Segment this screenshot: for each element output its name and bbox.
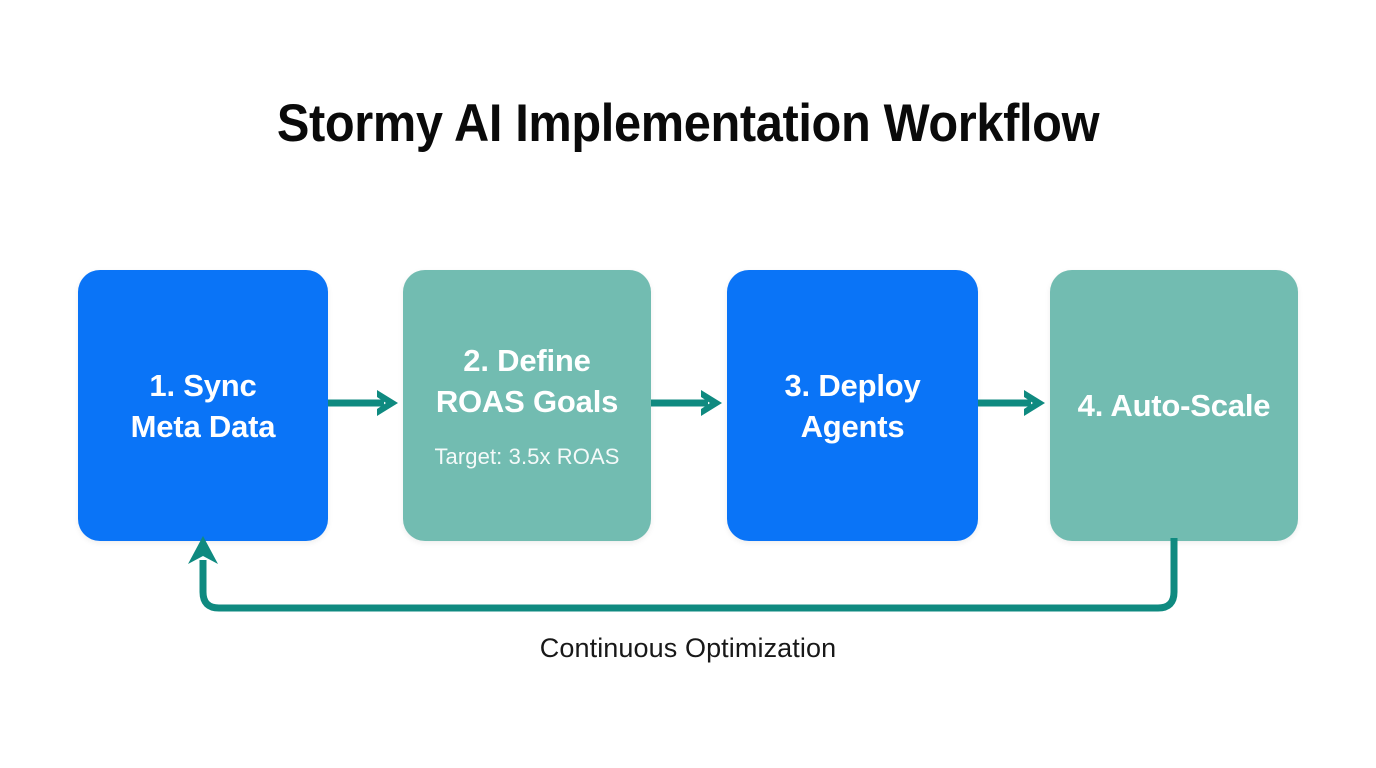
- flow-node-1-sync-meta-data[interactable]: 1. Sync Meta Data: [78, 270, 328, 541]
- flow-node-3-deploy-agents[interactable]: 3. Deploy Agents: [727, 270, 978, 541]
- flow-node-2-define-roas-goals[interactable]: 2. Define ROAS Goals Target: 3.5x ROAS: [403, 270, 651, 541]
- connector-node1-to-node2: [328, 386, 404, 420]
- flow-node-title: 3. Deploy Agents: [784, 367, 921, 444]
- feedback-loop-label: Continuous Optimization: [539, 633, 837, 663]
- feedback-loop: [150, 530, 1240, 640]
- connector-node3-to-node4: [978, 386, 1051, 420]
- feedback-loop-path: [188, 536, 1178, 612]
- flow-node-title: 4. Auto-Scale: [1077, 388, 1271, 423]
- flow-node-title: 1. Sync Meta Data: [130, 367, 276, 444]
- connector-node2-to-node3: [651, 386, 728, 420]
- arrow-right-icon: [978, 390, 1045, 416]
- arrow-right-icon: [328, 390, 398, 416]
- flow-node-title: 2. Define ROAS Goals: [435, 343, 619, 419]
- flow-node-4-auto-scale[interactable]: 4. Auto-Scale: [1050, 270, 1298, 541]
- arrow-right-icon: [651, 390, 722, 416]
- page-title: Stormy AI Implementation Workflow: [276, 94, 1100, 153]
- flow-node-subtitle: Target: 3.5x ROAS: [434, 444, 620, 469]
- arrow-up-icon: [188, 536, 218, 564]
